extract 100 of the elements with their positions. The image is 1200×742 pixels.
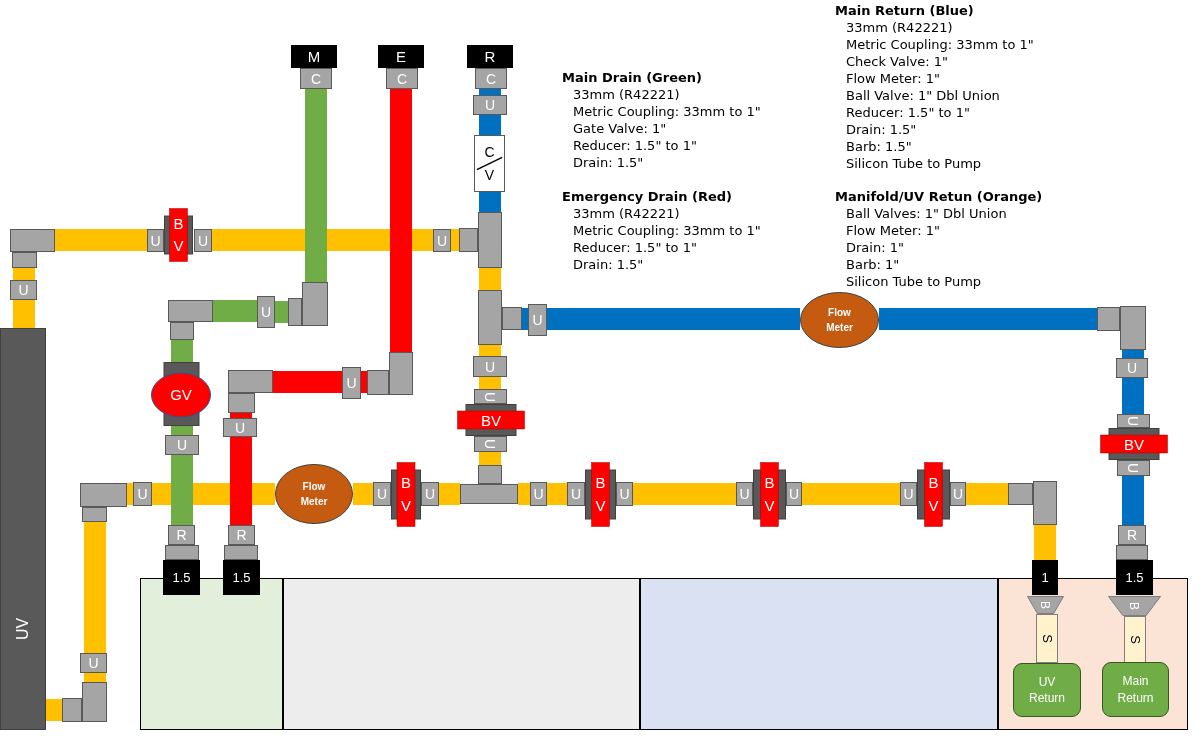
pipe <box>305 89 327 282</box>
pipe <box>547 308 800 330</box>
spec-text: Reducer: 1.5" to 1" <box>573 240 697 256</box>
spec-text: 33mm (R42221) <box>573 87 680 103</box>
reducer-fitting <box>1116 545 1148 560</box>
pipe <box>273 371 342 393</box>
pipe <box>1122 350 1144 358</box>
spec-text: Drain: 1.5" <box>846 122 917 138</box>
elbow-fitting <box>228 370 273 413</box>
pipe <box>547 483 567 505</box>
pipe <box>84 673 106 682</box>
pipe-fitting: U <box>900 482 917 506</box>
elbow-fitting <box>288 282 328 326</box>
reducer-fitting <box>165 545 199 560</box>
pipe-fitting: U <box>147 229 164 252</box>
bulkhead-fitting: 1 <box>1032 560 1058 595</box>
pipe <box>171 455 193 525</box>
pipe <box>171 340 193 362</box>
barb-fitting: B <box>1108 596 1161 616</box>
elbow-fitting <box>367 352 413 395</box>
pipe-fitting: U <box>474 389 507 404</box>
pipe-fitting: U <box>616 482 633 506</box>
spec-text: Flow Meter: 1" <box>846 71 940 87</box>
pipe <box>479 377 501 389</box>
pipe-fitting: U <box>736 482 753 506</box>
spec-text: Ball Valves: 1" Dbl Union <box>846 206 1007 222</box>
pipe <box>479 192 501 212</box>
sump-chamber <box>283 578 640 730</box>
pipe-fitting: U <box>786 482 802 506</box>
uv-sterilizer: UV <box>0 328 46 730</box>
spec-text: Metric Coupling: 33mm to 1" <box>846 37 1034 53</box>
pipe-fitting: U <box>567 482 585 506</box>
spec-text: Flow Meter: 1" <box>846 223 940 239</box>
pump-box: UV Return <box>1013 663 1081 717</box>
elbow-fitting <box>168 300 213 340</box>
pipe <box>802 483 900 505</box>
pipe-fitting: C <box>386 68 418 89</box>
tube: S <box>1036 614 1058 663</box>
pipe <box>13 300 35 328</box>
pipe-fitting: U <box>133 482 152 506</box>
pipe-fitting: U <box>342 367 361 399</box>
reducer-fitting <box>224 545 258 560</box>
section-heading: Main Return (Blue) <box>835 3 974 19</box>
spec-text: Drain: 1" <box>846 240 904 256</box>
pipe <box>127 483 133 505</box>
bulkhead-fitting: 1.5 <box>223 560 260 595</box>
spec-text: 33mm (R42221) <box>846 20 953 36</box>
pipe-fitting: U <box>433 229 451 252</box>
spec-text: Reducer: 1.5" to 1" <box>573 138 697 154</box>
pipe <box>212 229 433 251</box>
pipe-fitting: U <box>257 296 275 328</box>
elbow-fitting <box>10 229 55 268</box>
pipe <box>439 483 460 505</box>
elbow-fitting <box>62 682 107 722</box>
pipe <box>230 437 252 525</box>
flow-meter: Flow Meter <box>275 464 353 524</box>
pipe-fitting: C <box>300 68 332 89</box>
bulkhead-fitting: E <box>378 45 424 68</box>
pipe <box>275 301 288 323</box>
bulkhead-fitting: 1.5 <box>1116 560 1153 595</box>
spec-text: Silicon Tube to Pump <box>846 156 982 172</box>
spec-text: Drain: 1.5" <box>573 257 644 273</box>
check-valve: CV <box>474 135 505 192</box>
bulkhead-fitting: 1.5 <box>163 560 200 595</box>
spec-text: Drain: 1.5" <box>573 155 644 171</box>
pipe-fitting: U <box>10 280 37 300</box>
pipe-fitting: R <box>228 525 255 545</box>
pipe-fitting: U <box>530 482 547 506</box>
pipe-fitting: U <box>80 653 107 673</box>
pipe <box>451 229 459 251</box>
pipe <box>230 413 252 418</box>
pipe-fitting: R <box>1118 525 1146 545</box>
pipe-fitting: U <box>473 95 507 115</box>
pipe-fitting: U <box>1117 460 1150 476</box>
pipe-fitting: U <box>473 356 507 377</box>
pipe-fitting: U <box>528 304 547 336</box>
spec-text: Barb: 1" <box>846 257 900 273</box>
spec-text: Gate Valve: 1" <box>573 121 667 137</box>
section-heading: Emergency Drain (Red) <box>562 189 732 205</box>
pipe <box>152 483 275 505</box>
pipe <box>879 308 1097 330</box>
pipe-fitting: U <box>421 482 439 506</box>
pump-box: Main Return <box>1102 662 1169 717</box>
pipe-fitting: U <box>373 482 391 506</box>
pipe-fitting: U <box>165 435 199 455</box>
pipe <box>522 308 528 330</box>
pipe <box>479 115 501 135</box>
pipe-fitting: R <box>168 525 195 545</box>
pipe <box>46 699 62 721</box>
pipe-fitting: U <box>194 229 212 252</box>
barb-fitting: B <box>1027 596 1064 614</box>
spec-text: Ball Valve: 1" Dbl Union <box>846 88 1000 104</box>
flow-meter: Flow Meter <box>800 292 879 348</box>
pipe <box>633 483 736 505</box>
elbow-fitting <box>1008 481 1057 525</box>
elbow-fitting <box>1097 306 1146 350</box>
pipe-fitting: U <box>1117 414 1150 428</box>
pipe <box>213 300 257 322</box>
tee-fitting <box>459 212 502 268</box>
section-heading: Manifold/UV Retun (Orange) <box>835 189 1043 205</box>
